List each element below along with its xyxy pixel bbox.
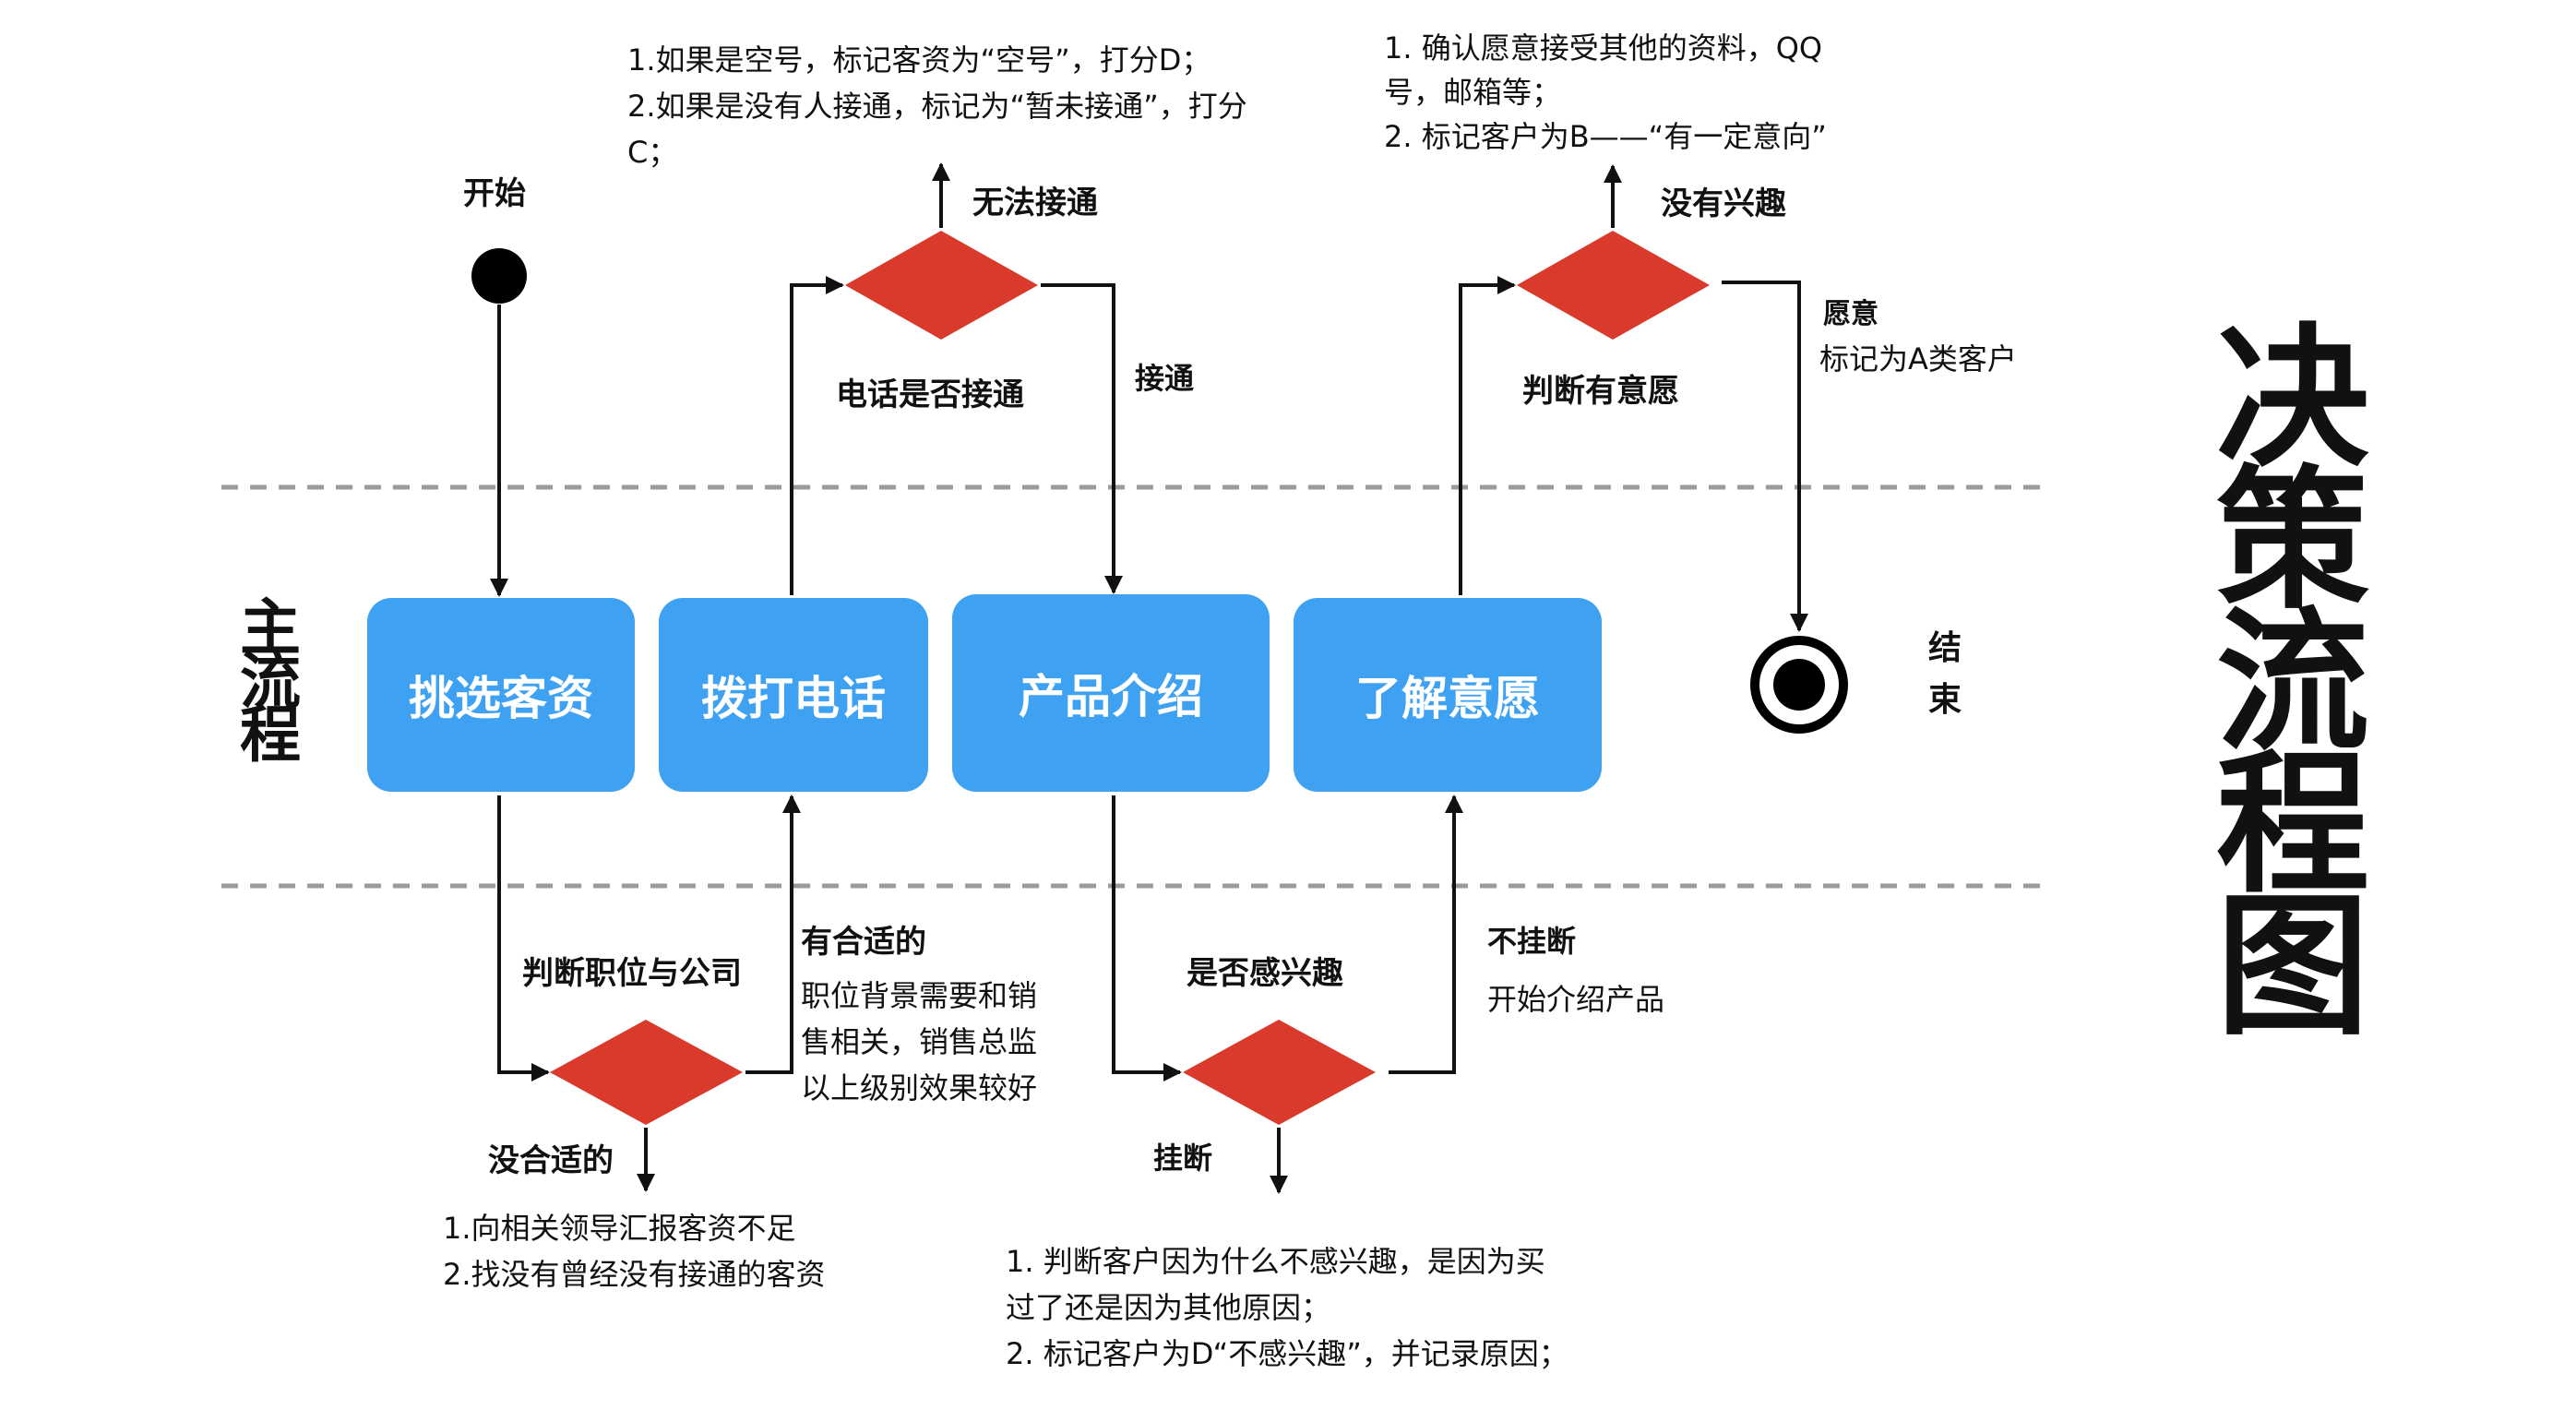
end-node xyxy=(1750,636,1848,734)
decision-position-yes-label: 有合适的 xyxy=(801,924,926,961)
start-label: 开始 xyxy=(463,175,526,212)
connector-select-to-position xyxy=(497,795,550,1081)
connector-understand-to-intent xyxy=(1459,276,1516,595)
connector-interest-yes-to-intent xyxy=(1389,795,1463,1074)
decision-phone-label: 电话是否接通 xyxy=(836,376,1024,413)
decision-intent-yes-note: 标记为A类客户 xyxy=(1819,341,2017,376)
decision-diamond-interest[interactable] xyxy=(1183,1020,1376,1125)
decision-interest-no-label: 挂断 xyxy=(1153,1141,1213,1176)
note-line: 2.如果是没有人接通，标记为“暂未接通”，打分 xyxy=(627,89,1247,124)
note-line: 1. 确认愿意接受其他的资料，QQ xyxy=(1384,30,1823,66)
start-node xyxy=(471,248,527,304)
decision-position-label: 判断职位与公司 xyxy=(522,955,742,992)
decision-position-no-note: 1.向相关领导汇报客资不足 2.找没有曾经没有接通的客资 xyxy=(443,1205,826,1297)
note-line: 1.向相关领导汇报客资不足 xyxy=(443,1211,796,1246)
note-line: 售相关，销售总监 xyxy=(801,1024,1038,1059)
note-line: 2. 标记客户为B——“有一定意向” xyxy=(1384,119,1827,154)
process-dial-phone[interactable]: 拨打电话 xyxy=(659,598,928,792)
decision-interest-yes-label: 不挂断 xyxy=(1487,924,1577,959)
diagram-title: 决策流程图 xyxy=(2216,310,2369,1057)
connector-position-yes-to-dial xyxy=(745,795,801,1074)
decision-interest-no-note: 1. 判断客户因为什么不感兴趣，是因为买 过了还是因为其他原因； 2. 标记客户… xyxy=(1006,1238,1568,1377)
note-line: 1. 判断客户因为什么不感兴趣，是因为买 xyxy=(1006,1244,1545,1279)
note-line: 1.如果是空号，标记客资为“空号”，打分D； xyxy=(627,42,1211,78)
process-product-intro[interactable]: 产品介绍 xyxy=(952,594,1270,792)
note-line: 号，邮箱等； xyxy=(1384,75,1562,110)
note-line: 2. 标记客户为D“不感兴趣”，并记录原因； xyxy=(1006,1336,1568,1371)
process-understand-intent[interactable]: 了解意愿 xyxy=(1294,598,1602,792)
note-line: 职位背景需要和销 xyxy=(801,978,1038,1013)
note-line: 以上级别效果较好 xyxy=(801,1070,1038,1105)
decision-intent-no-note: 1. 确认愿意接受其他的资料，QQ 号，邮箱等； 2. 标记客户为B——“有一定… xyxy=(1384,26,1827,159)
lane-label: 主流程 xyxy=(240,592,301,771)
decision-interest-yes-note: 开始介绍产品 xyxy=(1487,982,1665,1017)
connector-phone-yes-to-product xyxy=(1041,283,1123,594)
process-understand-intent-label: 了解意愿 xyxy=(1355,672,1540,725)
decision-diamond-intent[interactable] xyxy=(1517,231,1710,340)
process-select-clients[interactable]: 挑选客资 xyxy=(367,598,635,792)
process-dial-phone-label: 拨打电话 xyxy=(701,672,886,725)
process-select-clients-label: 挑选客资 xyxy=(409,672,593,725)
decision-intent-yes-label: 愿意 xyxy=(1823,298,1878,330)
end-label: 结束 xyxy=(1927,629,1962,719)
decision-phone-no-label: 无法接通 xyxy=(972,185,1098,221)
decision-diamond-position[interactable] xyxy=(550,1020,743,1125)
connector-intent-yes-to-end xyxy=(1722,281,1808,632)
note-line: C； xyxy=(627,135,678,170)
note-line: 过了还是因为其他原因； xyxy=(1006,1290,1331,1325)
decision-diamond-phone[interactable] xyxy=(845,231,1038,340)
decision-phone-no-note: 1.如果是空号，标记客资为“空号”，打分D； 2.如果是没有人接通，标记为“暂未… xyxy=(627,37,1247,175)
decision-phone-yes-label: 接通 xyxy=(1135,361,1195,396)
process-product-intro-label: 产品介绍 xyxy=(1019,670,1203,723)
decision-intent-label: 判断有意愿 xyxy=(1522,373,1679,410)
decision-position-yes-note: 职位背景需要和销 售相关，销售总监 以上级别效果较好 xyxy=(801,973,1037,1111)
note-line: 2.找没有曾经没有接通的客资 xyxy=(443,1257,826,1292)
connector-product-to-interest xyxy=(1112,795,1182,1081)
connector-dial-to-phone xyxy=(790,276,844,595)
decision-intent-no-label: 没有兴趣 xyxy=(1661,185,1786,222)
decision-interest-label: 是否感兴趣 xyxy=(1187,955,1343,992)
decision-position-no-label: 没合适的 xyxy=(488,1142,614,1179)
